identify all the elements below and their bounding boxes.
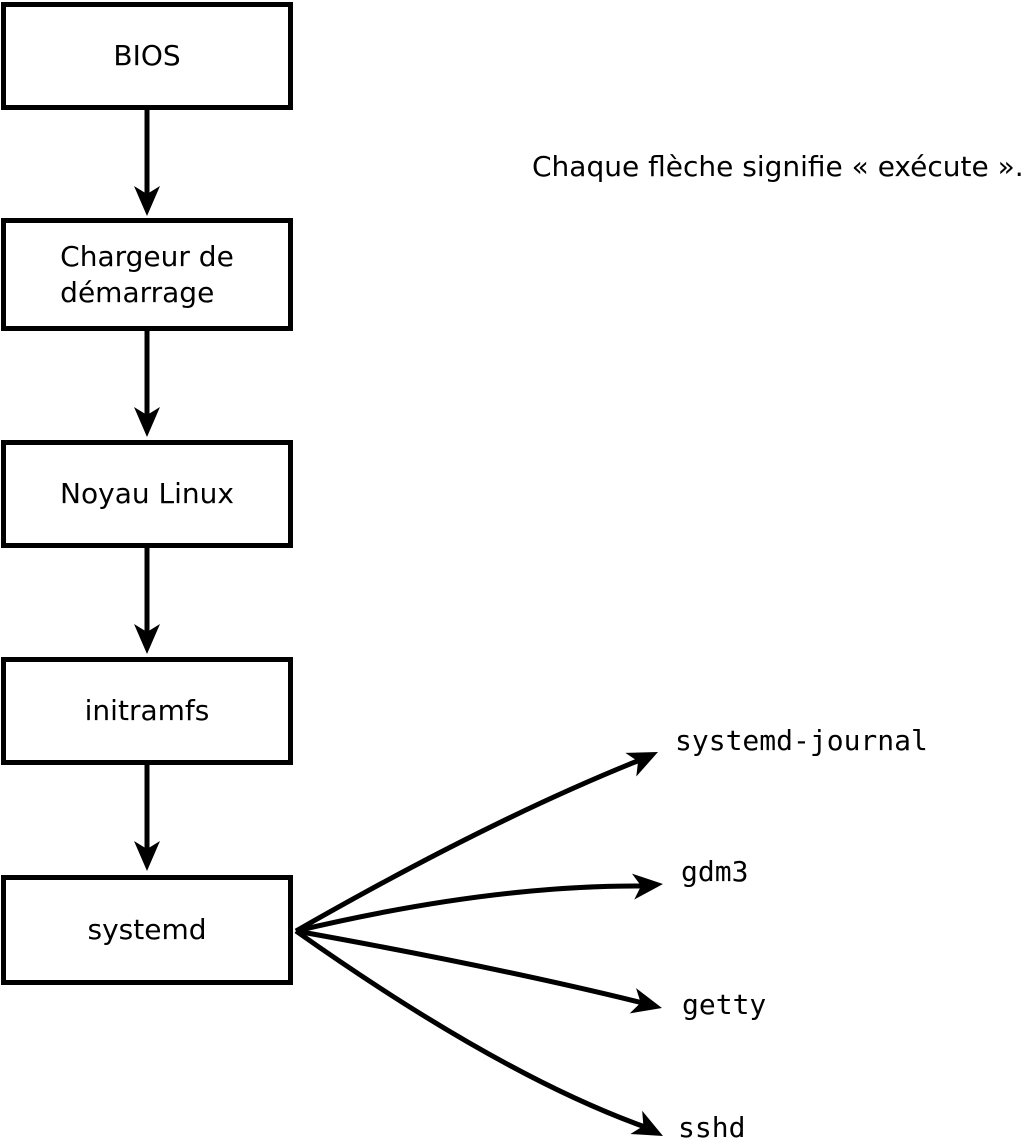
edge-bootloader-kernel <box>134 331 160 437</box>
edge-initramfs-systemd <box>134 765 160 871</box>
edge-bios-bootloader <box>134 110 160 216</box>
arrowhead-up-right-icon <box>625 752 658 777</box>
arrowhead-down-icon <box>134 407 160 437</box>
edge-systemd-gdm3 <box>295 873 663 934</box>
node-kernel-label: Noyau Linux <box>60 477 234 510</box>
node-bootloader: Chargeur de démarrage <box>1 218 293 331</box>
node-initramfs: initramfs <box>1 657 293 765</box>
edge-systemd-journal <box>294 752 658 934</box>
node-bios: BIOS <box>1 2 293 110</box>
node-initramfs-label: initramfs <box>84 694 210 727</box>
arrowhead-down-icon <box>134 841 160 871</box>
arrowhead-right-icon <box>629 988 662 1014</box>
process-label-gdm3: gdm3 <box>681 855 749 888</box>
arrowhead-right-icon <box>631 873 663 900</box>
caption: Chaque flèche signifie « exécute ». <box>532 150 1024 183</box>
process-label-sshd: sshd <box>678 1111 746 1144</box>
node-systemd: systemd <box>1 875 293 985</box>
node-kernel: Noyau Linux <box>1 440 293 548</box>
node-bios-label: BIOS <box>113 39 181 72</box>
process-label-systemd-journal: systemd-journal <box>675 724 928 757</box>
node-bootloader-label: Chargeur de démarrage <box>60 239 234 309</box>
edge-systemd-sshd <box>294 928 663 1136</box>
node-systemd-label: systemd <box>87 913 207 946</box>
arrowhead-down-icon <box>134 186 160 216</box>
edge-systemd-getty <box>295 928 662 1014</box>
process-label-getty: getty <box>682 988 767 1021</box>
edge-kernel-initramfs <box>134 548 160 654</box>
arrowhead-down-right-icon <box>630 1110 663 1136</box>
arrowhead-down-icon <box>134 624 160 654</box>
